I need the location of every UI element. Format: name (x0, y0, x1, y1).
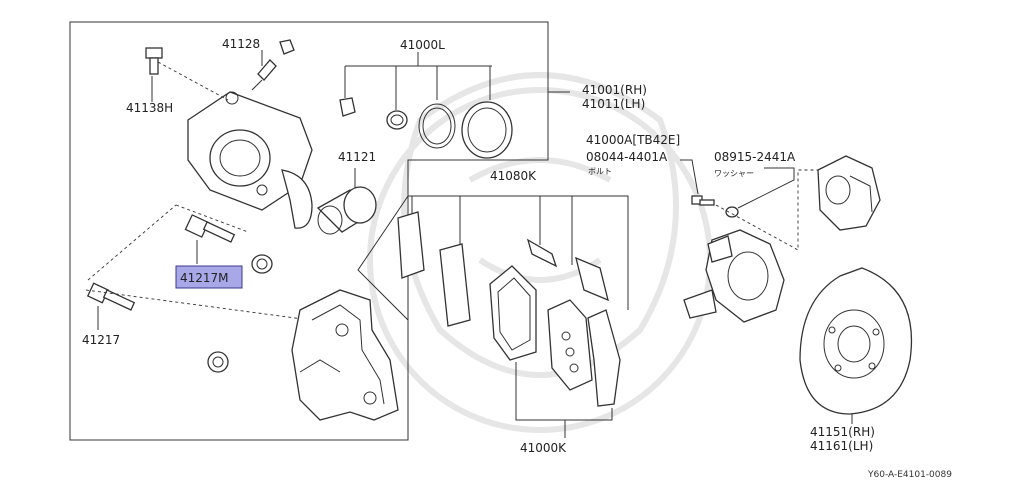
label-41217: 41217 (82, 333, 120, 347)
label-41151-rh: 41151(RH) (810, 425, 875, 439)
highlight-41217m[interactable] (175, 265, 243, 289)
label-41121: 41121 (338, 150, 376, 164)
pin-boot-lower (207, 351, 229, 373)
caliper-body (187, 91, 313, 229)
label-41217m[interactable]: 41217M (180, 271, 229, 285)
label-41000k: 41000K (520, 441, 567, 455)
label-41011-lh: 41011(LH) (582, 97, 645, 111)
washer-leader (737, 167, 795, 209)
slide-pin-41217m-guide (175, 204, 249, 233)
bolt-08044 (691, 195, 715, 206)
label-08044: 08044-4401A (586, 150, 668, 164)
pads-bracket (515, 362, 613, 438)
slide-pin-41217-guide (85, 289, 311, 321)
bolt-41138h-guide (157, 61, 229, 101)
steering-knuckle (683, 229, 785, 323)
caliper-assembly-small (817, 155, 881, 231)
slide-pin-41217 (86, 282, 136, 311)
washer-08915 (725, 206, 739, 218)
caliper-bracket (291, 289, 399, 421)
pad-kit-diagonal (357, 195, 409, 321)
label-08915: 08915-2441A (714, 150, 796, 164)
bleeder-41128 (251, 39, 295, 91)
pad-kit-frame (408, 195, 629, 310)
label-41000a: 41000A[TB42E] (586, 133, 680, 147)
label-41001-rh: 41001(RH) (582, 83, 647, 97)
label-41161-lh: 41161(LH) (810, 439, 873, 453)
slide-pin-41217m (184, 214, 236, 243)
label-41080k: 41080K (490, 169, 537, 183)
piston-41121 (316, 186, 377, 235)
caliper-group-frame (69, 21, 549, 441)
pin-boot-upper (251, 254, 273, 274)
label-bolt-jp: ボルト (588, 167, 612, 176)
bolt-41138h (145, 47, 163, 75)
knuckle-guide (715, 169, 820, 251)
pad-shims (397, 211, 609, 327)
brake-pads-41000k (489, 265, 621, 407)
slide-pin-41217m-side-guide (87, 204, 177, 281)
label-washer-jp: ワッシャー (714, 169, 754, 178)
label-41000l: 41000L (400, 38, 445, 52)
label-41138h: 41138H (126, 101, 173, 115)
bolt-08044-leader (680, 159, 699, 195)
seal-kit-parts (339, 97, 513, 159)
disc-dust-shield (799, 267, 913, 415)
diagram-code: Y60-A-E4101-0089 (867, 470, 952, 480)
seal-kit-bracket (344, 52, 492, 110)
label-41128: 41128 (222, 37, 260, 51)
